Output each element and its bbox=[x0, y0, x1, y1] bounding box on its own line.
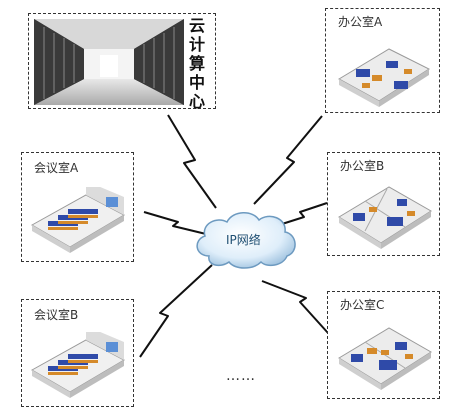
meeting-a-label: 会议室A bbox=[34, 161, 79, 175]
more-sites-ellipsis: …… bbox=[226, 368, 256, 384]
office-a-label: 办公室A bbox=[338, 15, 383, 29]
office-a-box: 办公室A bbox=[325, 8, 440, 113]
link-cloud-center bbox=[167, 114, 217, 209]
meeting-b-room bbox=[30, 332, 126, 398]
datacenter-photo bbox=[34, 19, 184, 105]
ip-network-cloud bbox=[196, 212, 296, 269]
cloud-center-box: 云 计 算 中 心 bbox=[28, 13, 216, 111]
link-office-c bbox=[261, 280, 329, 334]
meeting-b-label: 会议室B bbox=[34, 308, 79, 322]
cloud-center-title: 云 计 算 中 心 bbox=[189, 16, 206, 111]
office-c-box: 办公室C bbox=[327, 291, 440, 399]
link-meeting-a bbox=[143, 211, 207, 235]
link-office-b bbox=[281, 202, 328, 225]
office-a-floorplan bbox=[337, 48, 431, 107]
office-c-floorplan bbox=[338, 327, 432, 390]
office-b-floorplan bbox=[338, 186, 432, 249]
office-b-box: 办公室B bbox=[327, 152, 440, 256]
office-c-label: 办公室C bbox=[340, 298, 385, 312]
meeting-a-room bbox=[30, 187, 126, 253]
ip-network-label: IP网络 bbox=[226, 233, 261, 247]
meeting-a-box: 会议室A bbox=[21, 152, 134, 262]
link-office-a bbox=[253, 115, 323, 205]
meeting-b-box: 会议室B bbox=[21, 299, 134, 407]
link-meeting-b bbox=[139, 264, 213, 358]
office-b-label: 办公室B bbox=[340, 159, 385, 173]
